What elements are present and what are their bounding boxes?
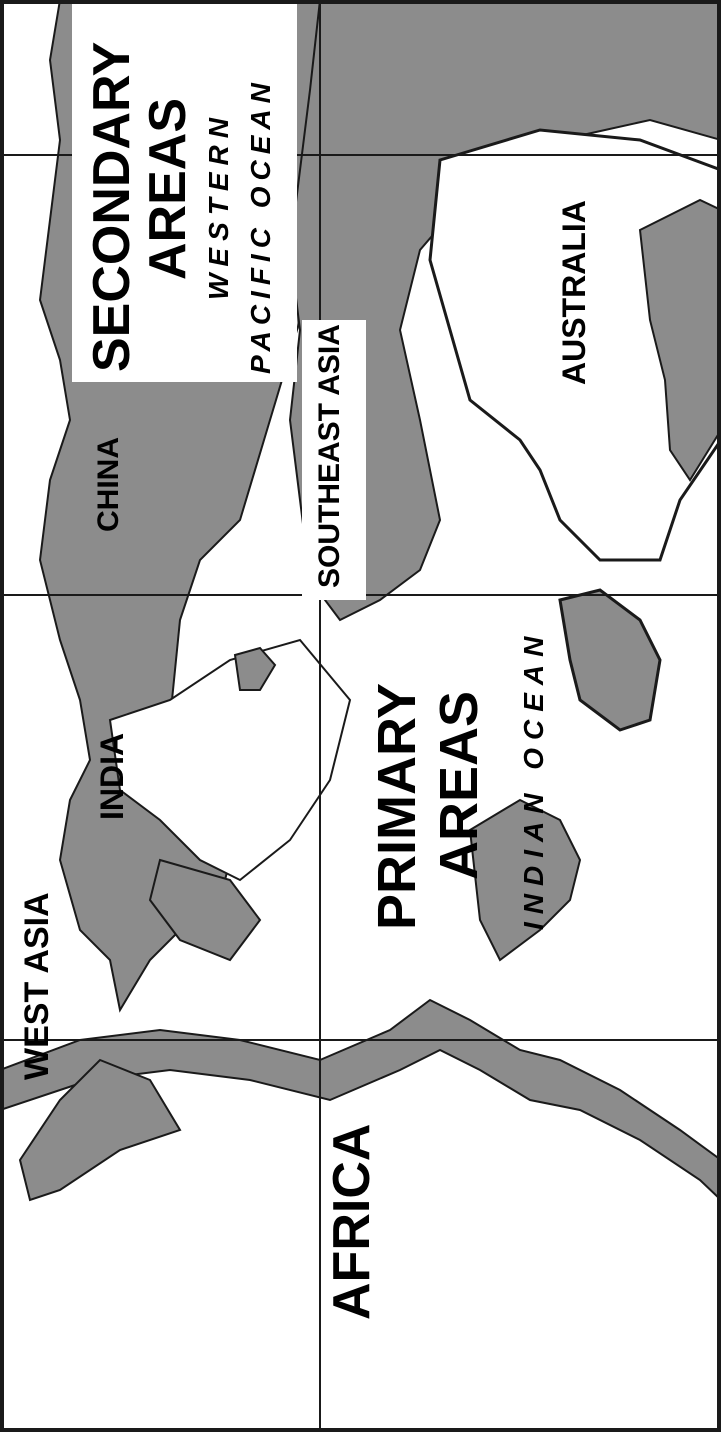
label-africa: AFRICA [323, 1123, 381, 1320]
landmass-africa [0, 1048, 721, 1433]
shelf-region-east-africa [468, 798, 582, 962]
label-secondary-areas-line2: AREAS [139, 97, 197, 280]
label-secondary-areas-line1: SECONDARY [83, 41, 141, 372]
label-india: INDIA [94, 732, 130, 820]
label-southeast-asia: SOUTHEAST ASIA [313, 324, 346, 588]
label-australia: AUSTRALIA [556, 200, 592, 385]
label-primary-areas-line2: AREAS [429, 690, 489, 880]
label-western: WESTERN [203, 111, 234, 300]
southeast-asia-box [302, 320, 366, 600]
landmass-india [108, 638, 352, 882]
landmass-sri-lanka [233, 646, 277, 691]
label-west-asia: WEST ASIA [18, 892, 56, 1080]
shelf-region-persian-gulf [148, 858, 262, 962]
label-pacific-ocean: PACIFIC OCEAN [245, 77, 276, 374]
shelf-region-red-sea [18, 1058, 182, 1202]
shelf-region-australia-south [638, 198, 721, 482]
label-indian-ocean: INDIAN OCEAN [518, 628, 549, 930]
secondary-areas-box [72, 4, 297, 382]
landmass-madagascar [558, 588, 662, 732]
label-china: CHINA [92, 437, 125, 532]
label-primary-areas-line1: PRIMARY [367, 682, 427, 930]
